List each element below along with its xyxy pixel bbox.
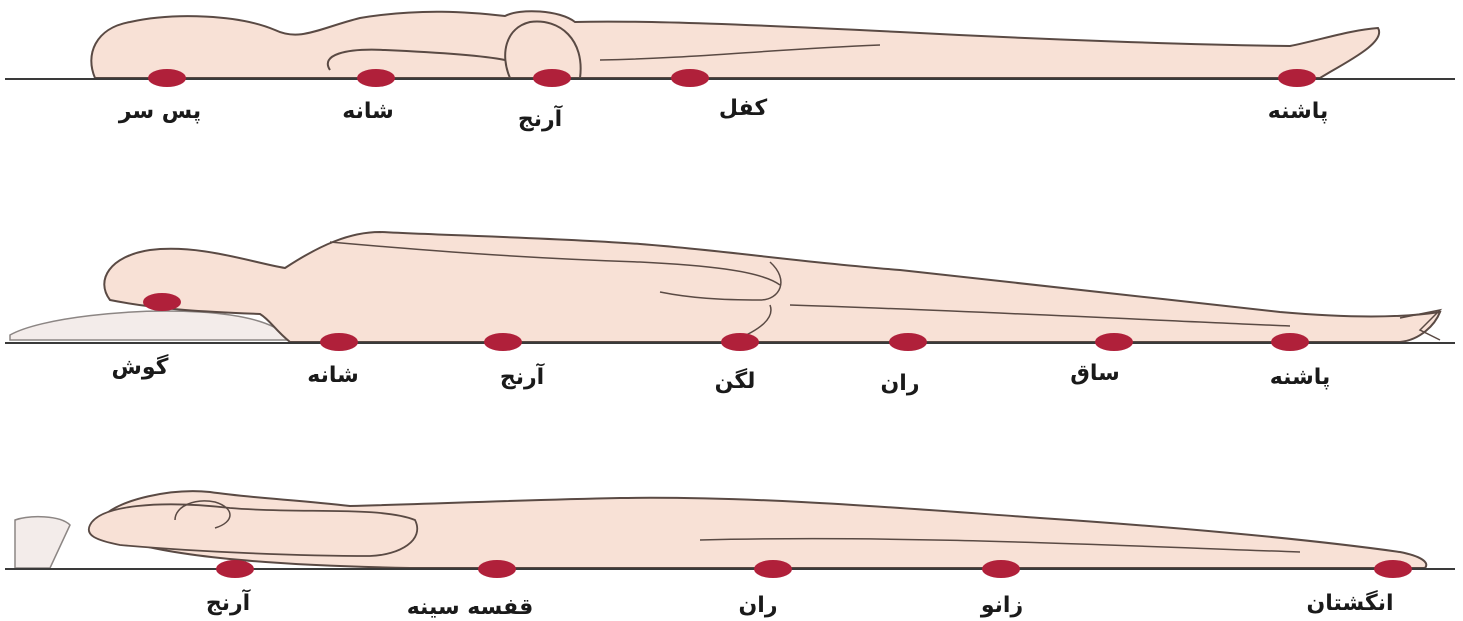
label-elbow: آرنج xyxy=(206,593,250,615)
pressure-point xyxy=(1374,560,1412,578)
pressure-point xyxy=(148,69,186,87)
pressure-point xyxy=(671,69,709,87)
label-knee: زانو xyxy=(981,595,1023,617)
label-elbow: آرنج xyxy=(500,367,544,389)
pressure-point xyxy=(1095,333,1133,351)
pressure-point xyxy=(357,69,395,87)
label-shoulder: شانه xyxy=(307,365,359,387)
prone-pillow-outline xyxy=(15,517,70,568)
label-heel: پاشنه xyxy=(1268,101,1328,123)
lateral-body-outline xyxy=(104,232,1440,342)
pressure-point xyxy=(1271,333,1309,351)
pressure-point xyxy=(478,560,516,578)
label-heel: پاشنه xyxy=(1270,367,1330,389)
prone-figure xyxy=(5,491,1455,578)
supine-body-outline xyxy=(91,11,1379,78)
pressure-point xyxy=(320,333,358,351)
label-ear: گوش xyxy=(112,357,169,379)
pressure-point xyxy=(484,333,522,351)
pressure-point xyxy=(721,333,759,351)
label-back-of-head: پس سر xyxy=(119,101,201,123)
label-thigh: ران xyxy=(739,595,778,617)
label-shoulder: شانه xyxy=(342,101,394,123)
label-hip: لگن xyxy=(715,371,756,393)
label-leg: ساق xyxy=(1070,363,1120,385)
label-toes: انگشتان xyxy=(1306,593,1393,615)
supine-figure xyxy=(5,11,1455,87)
pressure-point xyxy=(216,560,254,578)
pressure-point xyxy=(533,69,571,87)
pressure-point xyxy=(889,333,927,351)
label-buttock: کفل xyxy=(719,98,767,120)
pressure-point xyxy=(982,560,1020,578)
label-elbow: آرنج xyxy=(518,109,562,131)
label-thigh: ران xyxy=(881,373,920,395)
lateral-pillow-outline xyxy=(10,311,290,340)
lateral-figure xyxy=(5,232,1455,351)
pressure-point xyxy=(1278,69,1316,87)
pressure-point xyxy=(754,560,792,578)
label-chest: قفسه سینه xyxy=(407,597,534,619)
pressure-point xyxy=(143,293,181,311)
prone-arm-outline xyxy=(89,504,417,556)
